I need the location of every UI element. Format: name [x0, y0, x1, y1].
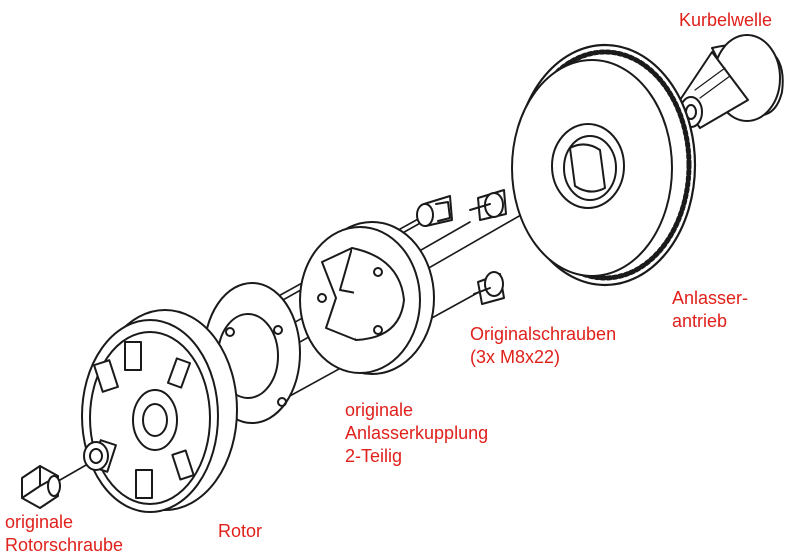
- rotor-part: [81, 309, 238, 513]
- label-original-screws: Originalschrauben (3x M8x22): [470, 324, 617, 367]
- original-screws-part: [416, 189, 507, 305]
- starter-clutch-part: [299, 221, 435, 375]
- label-rotor: Rotor: [218, 521, 263, 541]
- label-starter-drive: Anlasser- antrieb: [672, 288, 749, 331]
- label-crankshaft: Kurbelwelle: [679, 10, 773, 30]
- crankshaft-part: [679, 34, 784, 129]
- screw-3: [473, 271, 505, 305]
- screw-1: [416, 195, 453, 227]
- screw-2: [469, 189, 507, 221]
- starter-drive-gear-part: [511, 43, 697, 287]
- label-starter-clutch: originale Anlasserkupplung 2-Teilig: [345, 400, 489, 466]
- rotor-screw-part: [21, 465, 61, 509]
- label-rotor-screw: originale Rotorschraube: [5, 512, 124, 555]
